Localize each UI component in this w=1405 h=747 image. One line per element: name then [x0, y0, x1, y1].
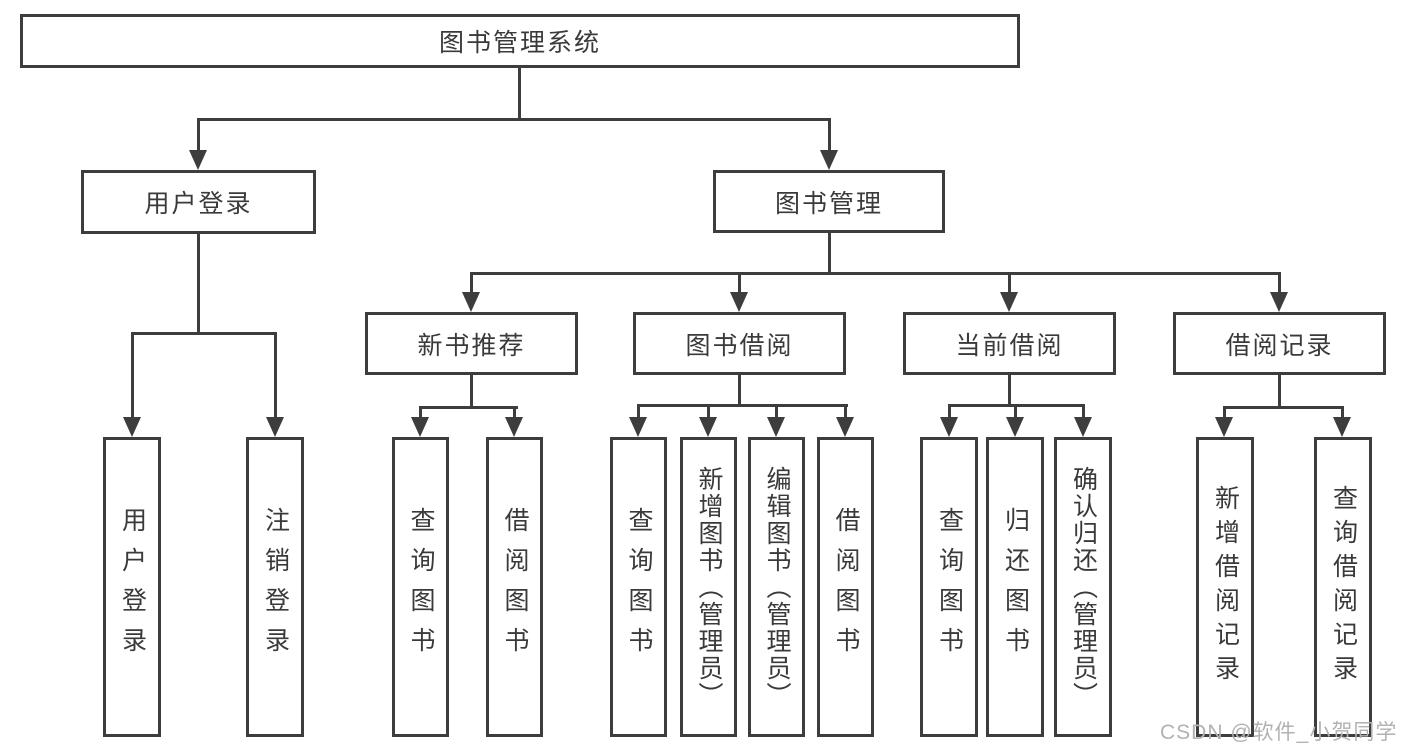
arrow-down-icon: [1333, 417, 1351, 437]
node-new-book-recommendation: 新书推荐: [365, 312, 578, 375]
leaf-label: 注销登录: [261, 507, 290, 667]
connector-line: [197, 234, 200, 335]
leaf-return-books: 归还图书: [986, 437, 1044, 737]
arrow-down-icon: [123, 417, 141, 437]
connector-line: [707, 404, 710, 417]
connector-line: [844, 404, 847, 417]
connector-line: [948, 404, 951, 417]
arrow-down-icon: [189, 150, 207, 170]
leaf-label: 借阅图书: [832, 507, 860, 667]
connector-line: [197, 118, 831, 121]
connector-line: [419, 406, 422, 417]
leaf-query-books-recommend: 查询图书: [392, 437, 449, 737]
node-label: 当前借阅: [955, 331, 1064, 360]
connector-line: [738, 272, 741, 292]
leaf-label: 查询图书: [625, 507, 653, 667]
leaf-borrow-books-recommend: 借阅图书: [486, 437, 543, 737]
node-label: 图书管理: [774, 189, 883, 218]
arrow-down-icon: [767, 417, 785, 437]
leaf-label: 新增借阅记录: [1211, 485, 1240, 689]
node-label: 用户登录: [144, 190, 253, 218]
connector-line: [470, 272, 1281, 275]
leaf-label: 归还图书: [1001, 507, 1030, 667]
connector-line: [1341, 406, 1344, 417]
connector-line: [131, 332, 134, 417]
node-user-login: 用户登录: [81, 170, 316, 234]
leaf-confirm-return-admin: 确认归还（管理员）: [1054, 437, 1112, 737]
node-label: 图书借阅: [685, 331, 794, 360]
leaf-label: 确认归还（管理员）: [1069, 465, 1098, 709]
arrow-down-icon: [1006, 417, 1024, 437]
connector-line: [1014, 404, 1017, 417]
connector-line: [637, 404, 848, 407]
node-book-borrowing: 图书借阅: [633, 312, 846, 375]
arrow-down-icon: [1000, 292, 1018, 312]
leaf-logout: 注销登录: [246, 437, 304, 737]
connector-line: [1278, 375, 1281, 409]
connector-line: [470, 375, 473, 409]
connector-line: [197, 118, 200, 150]
leaf-user-login: 用户登录: [103, 437, 161, 737]
node-label: 图书管理系统: [438, 29, 601, 57]
connector-line: [828, 118, 831, 150]
connector-line: [1082, 404, 1085, 417]
arrow-down-icon: [836, 417, 854, 437]
leaf-borrow-books: 借阅图书: [817, 437, 874, 737]
arrow-down-icon: [462, 292, 480, 312]
arrow-down-icon: [820, 150, 838, 170]
arrow-down-icon: [699, 417, 717, 437]
leaf-label: 编辑图书（管理员）: [763, 465, 791, 709]
node-current-borrowing: 当前借阅: [903, 312, 1116, 375]
leaf-edit-books-admin: 编辑图书（管理员）: [748, 437, 805, 737]
connector-line: [470, 272, 473, 292]
arrow-down-icon: [940, 417, 958, 437]
connector-line: [1223, 406, 1226, 417]
node-book-management: 图书管理: [713, 170, 945, 233]
node-borrowing-records: 借阅记录: [1173, 312, 1386, 375]
connector-line: [419, 406, 518, 409]
leaf-label: 查询借阅记录: [1329, 485, 1358, 689]
leaf-query-borrow-record: 查询借阅记录: [1314, 437, 1372, 737]
connector-line: [775, 404, 778, 417]
leaf-label: 新增图书（管理员）: [695, 465, 723, 709]
connector-line: [738, 375, 741, 407]
arrow-down-icon: [1074, 417, 1092, 437]
arrow-down-icon: [505, 417, 523, 437]
leaf-label: 用户登录: [118, 507, 147, 667]
leaf-query-books-borrow: 查询图书: [610, 437, 667, 737]
arrow-down-icon: [629, 417, 647, 437]
connector-line: [637, 404, 640, 417]
arrow-down-icon: [1270, 292, 1288, 312]
leaf-label: 查询图书: [407, 507, 435, 667]
connector-line: [274, 332, 277, 417]
connector-line: [1223, 406, 1344, 409]
connector-line: [513, 406, 516, 417]
leaf-add-borrow-record: 新增借阅记录: [1196, 437, 1254, 737]
connector-line: [518, 68, 521, 118]
connector-line: [1008, 375, 1011, 407]
arrow-down-icon: [411, 417, 429, 437]
arrow-down-icon: [730, 292, 748, 312]
connector-line: [131, 332, 277, 335]
leaf-label: 查询图书: [935, 507, 964, 667]
leaf-query-books-current: 查询图书: [920, 437, 978, 737]
node-label: 新书推荐: [417, 331, 526, 360]
connector-line: [828, 233, 831, 275]
connector-line: [1278, 272, 1281, 292]
arrow-down-icon: [266, 417, 284, 437]
node-library-management-system: 图书管理系统: [20, 14, 1020, 68]
arrow-down-icon: [1215, 417, 1233, 437]
connector-line: [1008, 272, 1011, 292]
leaf-add-books-admin: 新增图书（管理员）: [680, 437, 737, 737]
leaf-label: 借阅图书: [501, 507, 529, 667]
node-label: 借阅记录: [1225, 331, 1334, 360]
csdn-watermark: CSDN @软件_小贺同学: [1160, 721, 1398, 744]
